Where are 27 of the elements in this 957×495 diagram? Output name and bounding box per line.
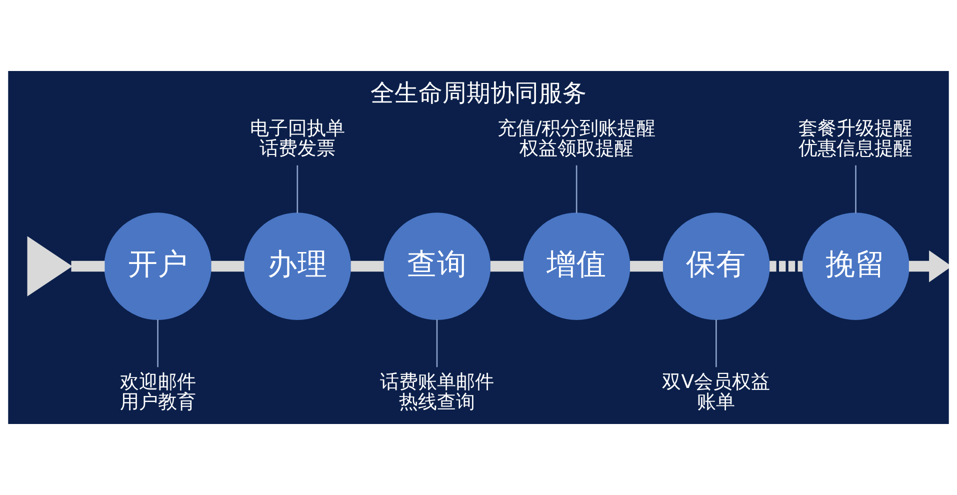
- node-text: 双V会员权益 账单: [662, 372, 770, 414]
- node-text: 电子回执单 话费发票: [250, 118, 345, 160]
- node-text: 套餐升级提醒 优惠信息提醒: [798, 118, 913, 160]
- node-circle: 挽留: [802, 212, 910, 320]
- node-circle: 增值: [522, 212, 630, 320]
- node-text: 话费账单邮件 热线查询: [380, 372, 494, 414]
- connector: [71, 260, 105, 272]
- node-circle: 开户: [104, 212, 212, 320]
- node-text: 欢迎邮件 用户教育: [120, 372, 196, 414]
- connector: [490, 260, 524, 272]
- connector: [350, 260, 384, 272]
- connector: [855, 165, 856, 214]
- node-triangle: [27, 236, 72, 296]
- connector: [716, 320, 717, 368]
- connector: [630, 260, 663, 272]
- connector: [211, 260, 244, 272]
- node-circle: 查询: [383, 212, 491, 320]
- connector: [436, 320, 438, 368]
- connector: [770, 260, 803, 272]
- diagram-title: 全生命周期协同服务: [370, 79, 586, 108]
- node-text: 充值/积分到账提醒 权益领取提醒: [497, 118, 656, 160]
- node-circle: 保有: [662, 212, 770, 320]
- node-circle: 办理: [244, 212, 352, 320]
- connector: [576, 165, 578, 214]
- connector: [296, 165, 298, 214]
- arrow: [908, 250, 949, 282]
- connector: [157, 320, 158, 368]
